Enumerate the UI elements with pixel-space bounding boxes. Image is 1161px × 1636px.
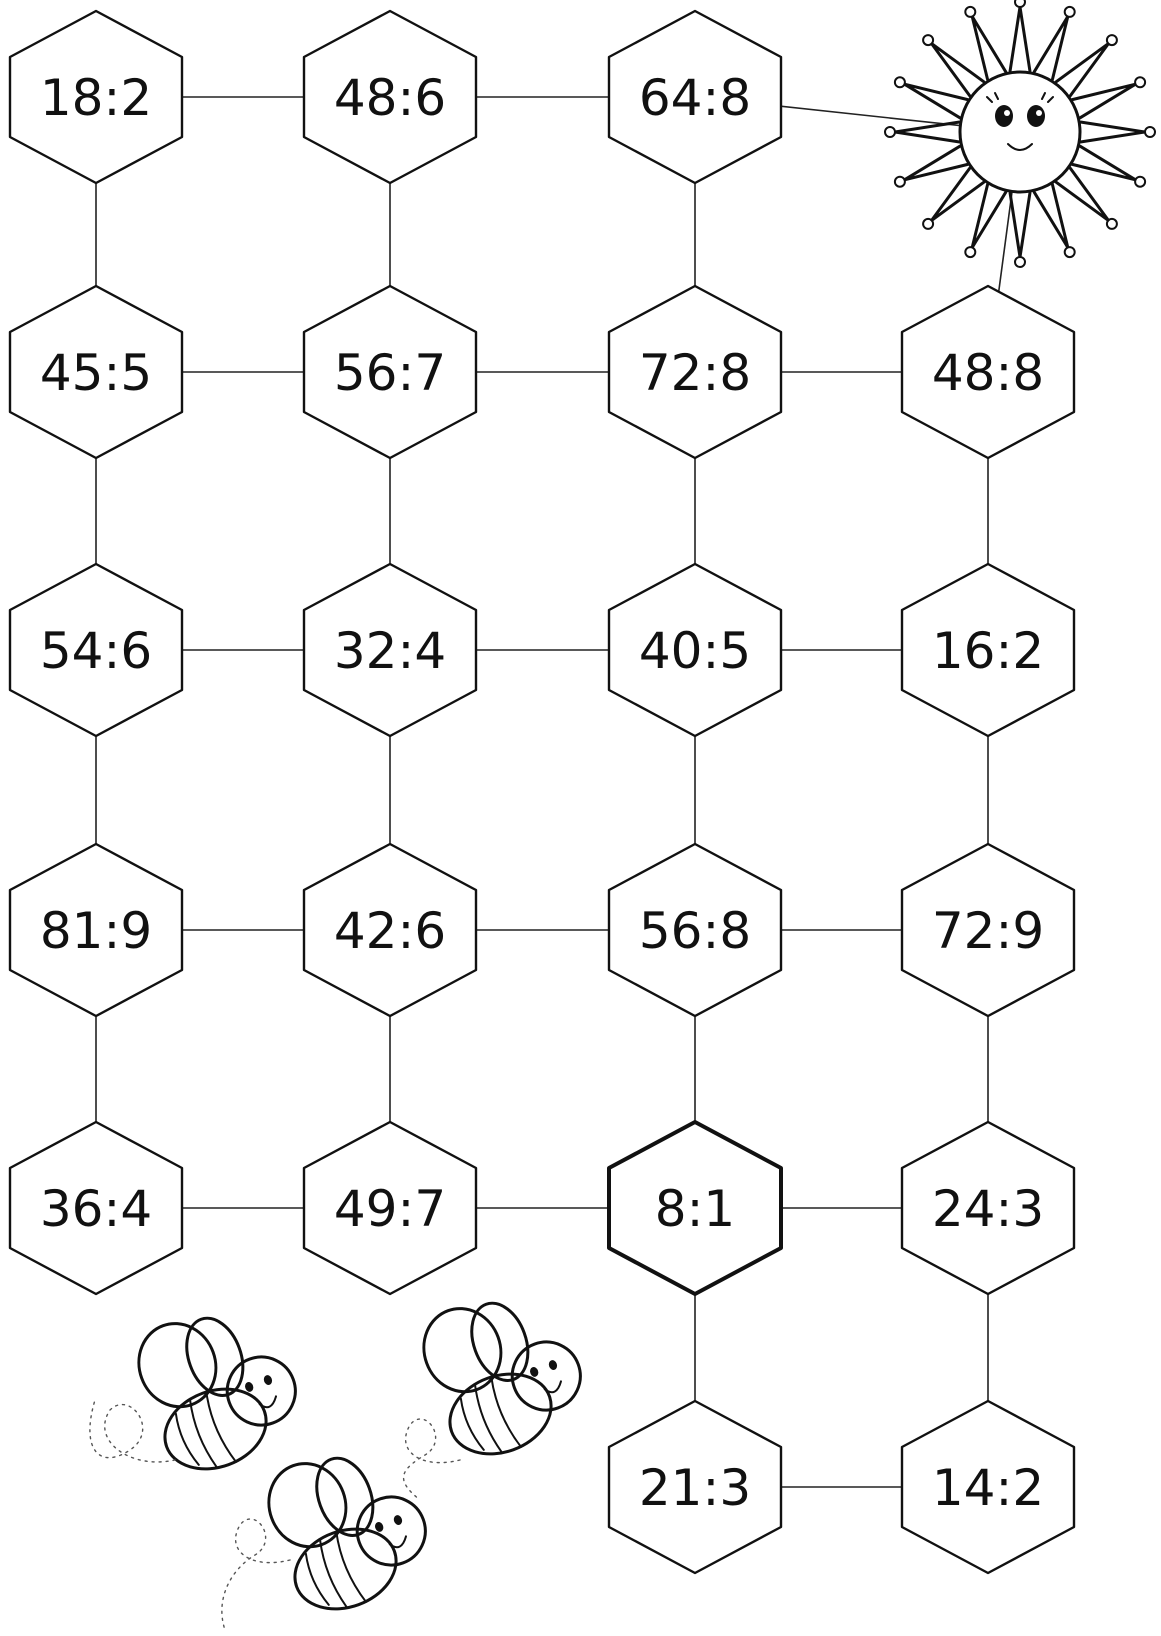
hex-cell-r2c2[interactable]: 56:7 bbox=[304, 286, 476, 458]
sun-ray bbox=[1010, 193, 1030, 257]
hex-cell-expression: 45:5 bbox=[40, 344, 152, 402]
bee-trail-icon bbox=[222, 1519, 290, 1630]
hex-cell-expression: 48:6 bbox=[334, 69, 446, 127]
hex-cell-expression: 36:4 bbox=[40, 1180, 152, 1238]
hex-cell-expression: 8:1 bbox=[655, 1180, 735, 1238]
hex-cell-r2c1[interactable]: 45:5 bbox=[10, 286, 182, 458]
hex-cell-r6c3[interactable]: 21:3 bbox=[609, 1401, 781, 1573]
hex-cell-r3c2[interactable]: 32:4 bbox=[304, 564, 476, 736]
sun-ray-tip bbox=[1065, 247, 1075, 257]
hex-cell-expression: 16:2 bbox=[932, 622, 1044, 680]
hex-cell-r1c3[interactable]: 64:8 bbox=[609, 11, 781, 183]
hex-cell-expression: 21:3 bbox=[639, 1459, 751, 1517]
bee-icon bbox=[127, 1290, 313, 1482]
sun-ray-tip bbox=[965, 247, 975, 257]
hex-cell-r5c1[interactable]: 36:4 bbox=[10, 1122, 182, 1294]
sun-ray-tip bbox=[1015, 0, 1025, 7]
sun-ray-tip bbox=[1107, 219, 1117, 229]
sun-ray bbox=[1034, 185, 1068, 248]
hex-cell-r5c3[interactable]: 8:1 bbox=[609, 1122, 781, 1294]
hex-cell-r5c2[interactable]: 49:7 bbox=[304, 1122, 476, 1294]
hex-cell-expression: 32:4 bbox=[334, 622, 446, 680]
sun-ray-tip bbox=[895, 177, 905, 187]
hex-cell-expression: 72:8 bbox=[639, 344, 751, 402]
sun-ray-tip bbox=[1107, 35, 1117, 45]
hex-cell-r4c4[interactable]: 72:9 bbox=[902, 844, 1074, 1016]
bee-icon bbox=[257, 1430, 443, 1622]
sun-ray bbox=[932, 44, 984, 96]
hex-cell-expression: 14:2 bbox=[932, 1459, 1044, 1517]
hex-cell-expression: 49:7 bbox=[334, 1180, 446, 1238]
hex-cell-r1c2[interactable]: 48:6 bbox=[304, 11, 476, 183]
hex-cell-expression: 81:9 bbox=[40, 902, 152, 960]
sun-ray-tip bbox=[1065, 7, 1075, 17]
hex-cell-r1c1[interactable]: 18:2 bbox=[10, 11, 182, 183]
sun-ray bbox=[932, 168, 984, 220]
hex-cell-r3c4[interactable]: 16:2 bbox=[902, 564, 1074, 736]
hex-cell-r5c4[interactable]: 24:3 bbox=[902, 1122, 1074, 1294]
sun-ray bbox=[1056, 44, 1108, 96]
hex-cell-expression: 24:3 bbox=[932, 1180, 1044, 1238]
hex-cell-expression: 72:9 bbox=[932, 902, 1044, 960]
hex-cell-expression: 42:6 bbox=[334, 902, 446, 960]
sun-ray bbox=[1034, 17, 1068, 80]
hex-cell-expression: 54:6 bbox=[40, 622, 152, 680]
sun-ray-tip bbox=[923, 35, 933, 45]
sun-ray-tip bbox=[1135, 77, 1145, 87]
sun-ray bbox=[1056, 168, 1108, 220]
sun-ray-tip bbox=[885, 127, 895, 137]
sun-ray-tip bbox=[965, 7, 975, 17]
sun-ray-tip bbox=[895, 77, 905, 87]
hex-cell-r3c3[interactable]: 40:5 bbox=[609, 564, 781, 736]
sun-ray bbox=[1010, 7, 1030, 71]
sun-ray bbox=[895, 122, 959, 142]
hex-cell-expression: 56:7 bbox=[334, 344, 446, 402]
cells-layer: 18:2 48:6 64:8 45:5 56:7 72:8 48:8 54:6 32:4 40:5… bbox=[10, 11, 1074, 1573]
hex-cell-r4c1[interactable]: 81:9 bbox=[10, 844, 182, 1016]
sun-ray bbox=[972, 185, 1006, 248]
hex-cell-r4c2[interactable]: 42:6 bbox=[304, 844, 476, 1016]
sun-ray bbox=[1073, 84, 1136, 118]
sun-ray bbox=[905, 146, 968, 180]
hex-cell-r6c4[interactable]: 14:2 bbox=[902, 1401, 1074, 1573]
sun-ray bbox=[905, 84, 968, 118]
hex-cell-expression: 40:5 bbox=[639, 622, 751, 680]
sun-ray bbox=[972, 17, 1006, 80]
connections-layer bbox=[96, 97, 1020, 1487]
sun-ray bbox=[1073, 146, 1136, 180]
bee-icon bbox=[412, 1275, 598, 1467]
sun-ray-tip bbox=[1135, 177, 1145, 187]
sun-ray-tip bbox=[923, 219, 933, 229]
hex-cell-expression: 18:2 bbox=[40, 69, 152, 127]
bee-trail-icon bbox=[90, 1400, 175, 1462]
sun-ray-tip bbox=[1015, 257, 1025, 267]
sun-ray-tip bbox=[1145, 127, 1155, 137]
hex-cell-expression: 64:8 bbox=[639, 69, 751, 127]
sun-icon bbox=[885, 0, 1155, 267]
hex-cell-expression: 56:8 bbox=[639, 902, 751, 960]
hex-cell-r4c3[interactable]: 56:8 bbox=[609, 844, 781, 1016]
hex-cell-r2c4[interactable]: 48:8 bbox=[902, 286, 1074, 458]
hex-cell-r3c1[interactable]: 54:6 bbox=[10, 564, 182, 736]
hex-cell-r2c3[interactable]: 72:8 bbox=[609, 286, 781, 458]
hex-cell-expression: 48:8 bbox=[932, 344, 1044, 402]
sun-ray bbox=[1081, 122, 1145, 142]
